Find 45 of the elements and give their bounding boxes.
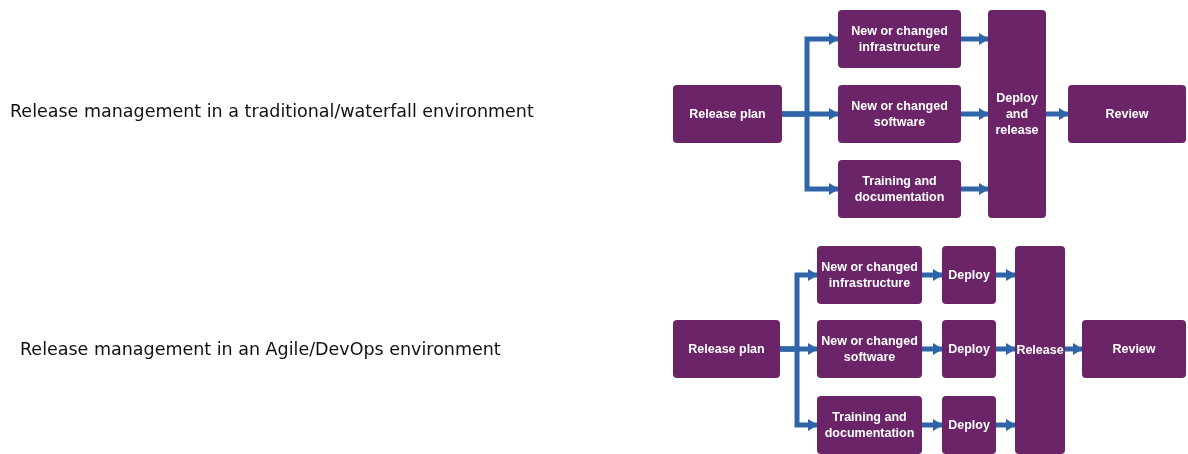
arrow	[961, 33, 989, 45]
process-box	[942, 320, 996, 378]
arrow	[996, 419, 1016, 431]
arrow	[961, 108, 989, 120]
process-box	[838, 85, 961, 143]
arrow	[922, 343, 943, 355]
process-box	[1015, 246, 1065, 454]
process-label: Deploy	[948, 416, 990, 434]
process-box	[988, 10, 1046, 218]
process-box	[942, 246, 996, 304]
process-box	[942, 396, 996, 454]
process-label: Release	[1016, 341, 1064, 359]
process-label: Training and documentation	[823, 408, 916, 442]
process-box	[1068, 85, 1186, 143]
process-label: Release plan	[688, 340, 765, 358]
arrow	[782, 111, 839, 195]
arrow	[780, 346, 818, 431]
arrow	[961, 183, 989, 195]
section-label: Release management in a traditional/waterfall environment	[10, 101, 534, 121]
section-label: Release management in an Agile/DevOps environment	[20, 339, 501, 359]
process-label: Training and documentation	[853, 172, 946, 206]
process-box	[673, 85, 782, 143]
process-box	[1082, 320, 1186, 378]
arrow	[1065, 343, 1083, 355]
process-box	[838, 160, 961, 218]
process-label: New or changed infrastructure	[820, 258, 919, 292]
process-label: Deploy	[948, 340, 990, 358]
arrow	[922, 269, 943, 281]
process-box	[838, 10, 961, 68]
process-box	[817, 320, 922, 378]
process-label: Review	[1105, 105, 1149, 123]
process-label: Review	[1112, 340, 1156, 358]
process-label: New or changed software	[850, 97, 949, 131]
process-box	[817, 246, 922, 304]
process-label: New or changed infrastructure	[850, 22, 949, 56]
process-label: Deploy	[948, 266, 990, 284]
arrow	[996, 269, 1016, 281]
process-label: New or changed software	[820, 332, 919, 366]
process-box	[673, 320, 780, 378]
arrow	[1046, 108, 1069, 120]
arrow	[996, 343, 1016, 355]
process-label: Deploy and release	[994, 89, 1040, 139]
process-label: Release plan	[689, 105, 766, 123]
process-box	[817, 396, 922, 454]
arrow	[922, 419, 943, 431]
